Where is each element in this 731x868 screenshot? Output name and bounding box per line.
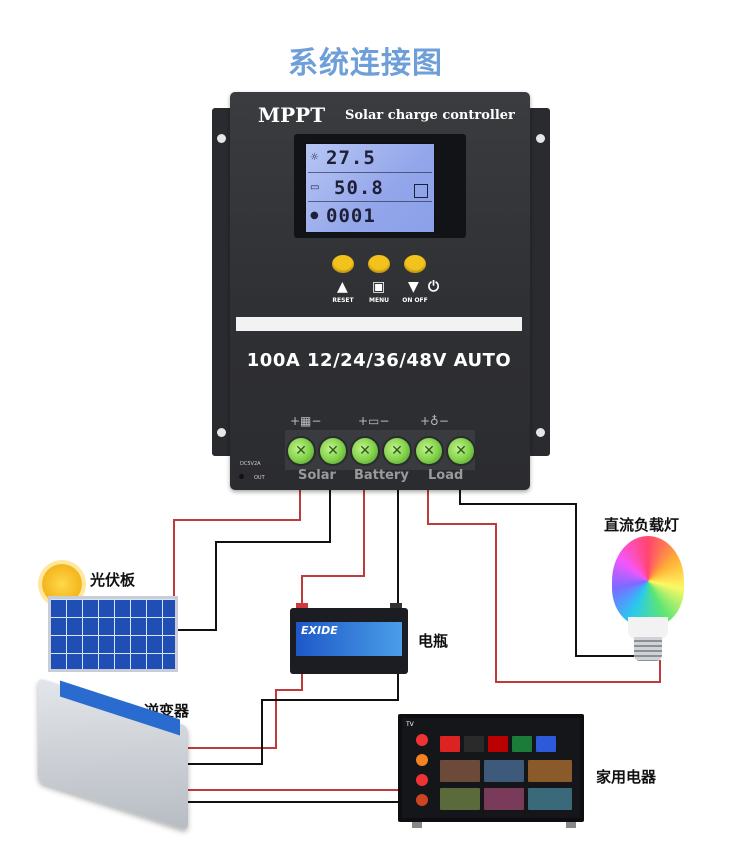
tv-foot [412,822,422,828]
battery-label: 电瓶 [418,630,448,651]
bulb-icon: ● [310,210,319,221]
solar-positive-terminal: ✕ [288,438,314,464]
lamp-label: 直流负载灯 [604,514,679,535]
reset-label: RESET [329,297,357,304]
menu-icon: ▣ [372,279,385,295]
rgb-bulb-icon [612,536,684,626]
up-arrow-icon: ▲ [337,279,348,295]
solar-negative-terminal: ✕ [320,438,346,464]
solar-panel [48,596,178,672]
mount-hole [217,134,226,143]
power-icon: ⏻ [428,279,439,295]
appliance-label: 家用电器 [596,766,656,787]
load-negative-terminal: ✕ [448,438,474,464]
media-tile [484,760,524,782]
media-tile [528,760,572,782]
bulb-neck [628,617,668,639]
controller-spec: 100A 12/24/36/48V AUTO [236,350,522,371]
onoff-button[interactable] [404,255,426,273]
down-arrow-icon: ▼ [408,279,419,295]
lcd-value-1: 27.5 [326,147,376,169]
controller-mount-right [528,108,550,456]
lcd-indicator [414,184,428,198]
app-icon [416,774,428,786]
menu-label: MENU [366,297,392,304]
usb-label: DC5V2A [240,461,261,467]
app-icon [416,734,428,746]
controller-divider-strip [236,317,522,331]
solar-panel-label: 光伏板 [90,569,135,590]
media-tile [484,788,524,810]
load-positive-terminal: ✕ [416,438,442,464]
load-polarity: +♁− [420,414,449,428]
battery-negative-terminal: ✕ [384,438,410,464]
media-tile [440,760,480,782]
menu-button[interactable] [368,255,390,273]
app-icon [416,794,428,806]
sun-icon: ☼ [310,152,319,163]
youtube-tile [440,736,460,752]
app-tile [464,736,484,752]
battery-positive-terminal: ✕ [352,438,378,464]
netflix-tile [488,736,508,752]
battery-polarity: +▭− [358,414,389,428]
mount-hole [217,428,226,437]
out-label: OUT [254,475,265,481]
battery-terminal-label: Battery [354,468,409,483]
mount-hole [536,134,545,143]
reset-button[interactable] [332,255,354,273]
battery-icon: ▭ [310,182,319,193]
controller-subtitle: Solar charge controller [345,108,515,123]
lcd-screen: ☼ 27.5 ▭ 50.8 ● 0001 [305,143,435,233]
controller-brand: MPPT [258,103,325,127]
tv-foot [566,822,576,828]
lcd-divider [308,172,432,173]
usb-port-icon [239,474,244,479]
media-tile [440,788,480,810]
lcd-value-2: 50.8 [334,177,384,199]
solar-polarity: +▦− [290,414,321,428]
media-tile [528,788,572,810]
tv-screen: TV [402,718,580,818]
wire-inverter-positive [180,674,302,748]
app-tile [512,736,532,752]
lcd-value-3: 0001 [326,205,376,227]
solar-terminal-label: Solar [298,468,336,483]
app-icon [416,754,428,766]
bulb-base [634,637,662,661]
onoff-label: ON OFF [398,297,432,304]
app-tile [536,736,556,752]
wire-inverter-negative [184,674,398,764]
tv-logo: TV [406,721,414,728]
wire-load-negative [460,462,634,656]
load-terminal-label: Load [428,468,463,483]
mount-hole [536,428,545,437]
battery-brand: EXIDE [301,624,338,637]
lcd-divider [308,201,432,202]
